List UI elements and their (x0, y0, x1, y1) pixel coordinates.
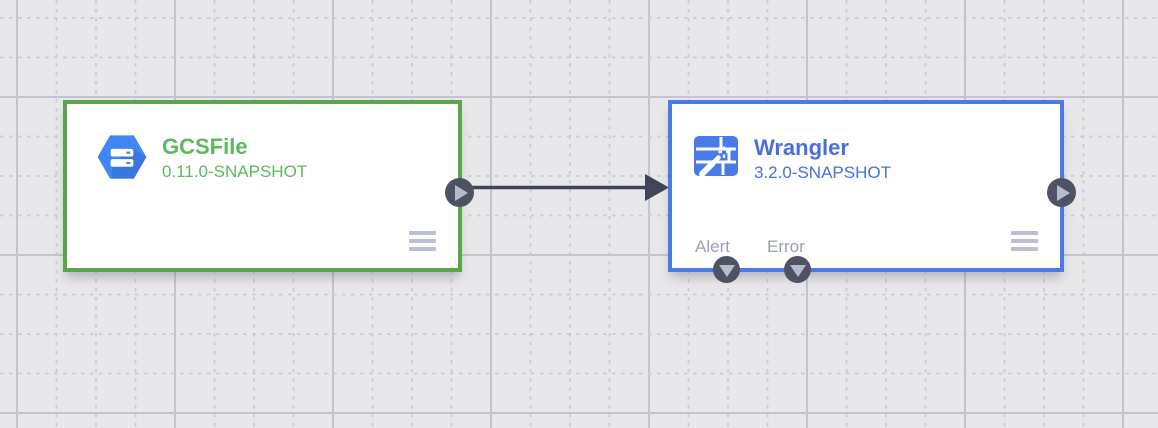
node-version: 0.11.0-SNAPSHOT (162, 162, 308, 181)
node-title: GCSFile (162, 134, 248, 159)
output-port-gcsfile[interactable] (445, 178, 474, 207)
node-wrangler-header: Wrangler 3.2.0-SNAPSHOT (692, 132, 891, 185)
error-port[interactable] (784, 256, 811, 283)
error-port-label: Error (767, 237, 805, 256)
alert-port-label: Alert (695, 237, 730, 256)
node-wrangler[interactable]: Wrangler 3.2.0-SNAPSHOT Alert Error (668, 100, 1076, 283)
node-menu-icon[interactable] (409, 231, 436, 251)
arrow-down-icon (718, 265, 735, 277)
play-icon (455, 184, 468, 201)
gcs-bucket-icon (97, 135, 147, 179)
node-version: 3.2.0-SNAPSHOT (754, 163, 891, 182)
wrangler-wand-icon (694, 136, 738, 177)
arrow-down-icon (789, 265, 806, 277)
play-icon (1057, 184, 1070, 201)
node-title: Wrangler (754, 135, 849, 160)
output-port-wrangler[interactable] (1047, 178, 1076, 207)
node-gcsfile-header: GCSFile 0.11.0-SNAPSHOT (96, 131, 307, 184)
node-menu-icon[interactable] (1011, 231, 1038, 251)
alert-port[interactable] (713, 256, 740, 283)
node-gcsfile[interactable]: GCSFile 0.11.0-SNAPSHOT (63, 100, 474, 272)
